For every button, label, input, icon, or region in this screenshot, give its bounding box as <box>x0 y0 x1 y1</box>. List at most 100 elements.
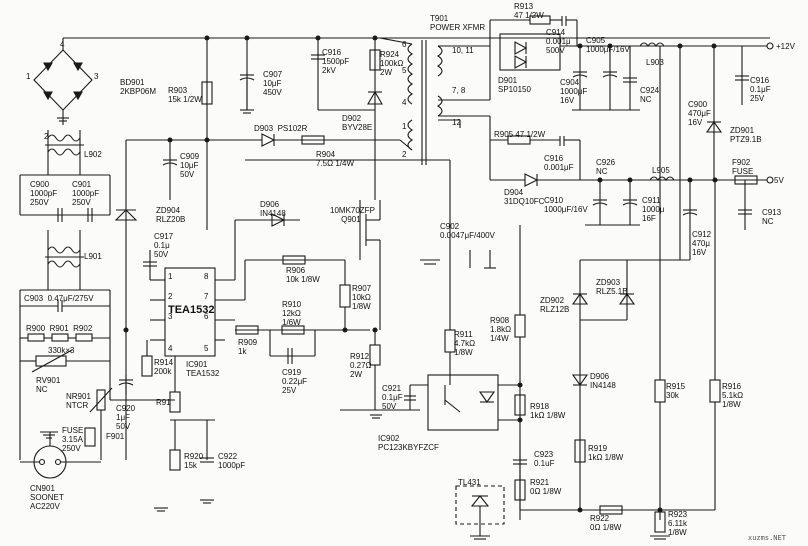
label-f902: F902 FUSE <box>732 158 754 176</box>
bridge-rectifier <box>33 49 93 111</box>
label-c922: C922 1000pF <box>218 452 246 470</box>
schottky-d901 <box>499 33 561 71</box>
ic901-body <box>164 267 216 357</box>
label-d906a: D906 IN4148 <box>260 200 286 218</box>
label-c914: C914 0.001μ 500V <box>546 28 571 55</box>
label-ic901: IC901 TEA1532 <box>186 360 220 378</box>
label-r919: R919 1kΩ 1/8W <box>588 444 624 462</box>
label-c902: C902 0.0047μF/400V <box>440 222 495 240</box>
label-c909: C909 10μF 50V <box>180 152 200 179</box>
ic-pin-6: 6 <box>204 312 209 321</box>
label-l903: L903 <box>646 58 664 67</box>
label-c921: C921 0.1μF 50V <box>382 384 403 411</box>
pin-4: 4 <box>402 98 407 107</box>
label-nr901: NR901 NTCR <box>66 392 91 410</box>
label-r912: R912 0.27Ω 2W <box>350 352 372 379</box>
choke-l902 <box>47 134 81 142</box>
label-d906b: D906 IN4148 <box>590 372 616 390</box>
bridge-pin-1: 1 <box>26 72 31 81</box>
bridge-pin-3: 3 <box>94 72 99 81</box>
tl431-frame <box>455 485 505 525</box>
label-c926: C926 NC <box>596 158 616 176</box>
label-r914: R914 200k <box>154 358 174 376</box>
pin-12: 12 <box>452 118 461 127</box>
label-ic902: IC902 PC123KBYFZCF <box>378 434 439 452</box>
label-zd901: ZD901 PTZ9.1B <box>730 126 762 144</box>
bridge-pin-4: 4 <box>60 40 65 49</box>
ic-pin-3: 3 <box>168 312 173 321</box>
ic-pin-1: 1 <box>168 272 173 281</box>
label-r913: R913 47 1/2W <box>514 2 544 20</box>
ic-pin-8: 8 <box>204 272 209 281</box>
label-c912: C912 470μ 16V <box>692 230 712 257</box>
label-d903: D903 PS102R <box>254 124 308 133</box>
ic-pin-2: 2 <box>168 292 173 301</box>
label-c924: C924 NC <box>640 86 660 104</box>
label-c919: C919 0.22μF 25V <box>282 368 308 395</box>
label-r330: 330k×3 <box>48 346 75 355</box>
label-c905: C905 1000μF/16V <box>586 36 630 54</box>
label-r920: R920 15k <box>184 452 204 470</box>
label-c913: C913 NC <box>762 208 782 226</box>
watermark: xuzms.NET <box>748 534 786 542</box>
ic-pin-7: 7 <box>204 292 209 301</box>
choke-l901 <box>47 246 81 254</box>
transformer-primary <box>407 43 414 105</box>
optocoupler-ic902 <box>427 374 499 431</box>
label-zd904: ZD904 RLZ20B <box>156 206 186 224</box>
label-zd902: ZD902 RLZ12B <box>540 296 570 314</box>
label-c916c: C916 0.001μF <box>544 154 574 172</box>
label-l905: L905 <box>652 166 670 175</box>
label-c900a: C900 1000pF 250V <box>30 180 58 207</box>
pin-1: 1 <box>402 122 407 131</box>
label-fuse: FUSE 3.15A 250V <box>62 426 84 453</box>
label-c916a: C916 1500pF 2kV <box>322 48 350 75</box>
label-r921: R921 0Ω 1/8W <box>530 478 562 496</box>
label-r918: R918 1kΩ 1/8W <box>530 402 566 420</box>
bridge-pin-2: 2 <box>44 132 49 141</box>
label-r900: R900 R901 R902 <box>26 324 93 333</box>
label-tl431: TL431 <box>458 478 481 487</box>
label-tea1532: TEA1532 <box>168 304 215 316</box>
label-c910: C910 1000μF/16V <box>544 196 588 214</box>
label-c923: C923 0.1uF <box>534 450 555 468</box>
label-r904: R904 7.5Ω 1/4W <box>316 150 354 168</box>
label-f901: F901 <box>106 432 125 441</box>
ic-pin-5: 5 <box>204 344 209 353</box>
label-c900b: C900 470μF 16V <box>688 100 711 127</box>
label-q901: 10MK70ZFP Q901 <box>330 206 375 224</box>
label-cn901: CN901 SOONET AC220V <box>30 484 64 511</box>
ic-pin-4: 4 <box>168 344 173 353</box>
label-t901: T901 POWER XFMR <box>430 14 486 32</box>
label-r907: R907 10kΩ 1/8W <box>352 284 372 311</box>
label-d901: D901 SP10150 <box>498 76 531 94</box>
label-r91: R91 <box>156 398 171 407</box>
label-c917: C917 0.1μ 50V <box>154 232 174 259</box>
label-12v: +12V <box>776 42 795 51</box>
label-d902: D902 BYV28E <box>342 114 373 132</box>
label-r906: R906 10k 1/8W <box>286 266 320 284</box>
label-c916b: C916 0.1μF 25V <box>750 76 771 103</box>
label-r905: R905 47 1/2W <box>494 130 546 139</box>
label-r911: R911 4.7kΩ 1/8W <box>454 330 476 357</box>
label-r908: R908 1.8kΩ 1/4W <box>490 316 512 343</box>
label-c911: C911 1000μ 16F <box>642 196 665 223</box>
label-r924: R924 100kΩ 2W <box>380 50 404 77</box>
label-r910: R910 12kΩ 1/6W <box>282 300 302 327</box>
label-5v: 5V <box>774 176 784 185</box>
label-c903: C903 0.47μF/275V <box>24 294 94 303</box>
label-l901: L901 <box>84 252 102 261</box>
label-l902: L902 <box>84 150 102 159</box>
label-c920: C920 1μF 50V <box>116 404 136 431</box>
pin-5: 5 <box>402 66 407 75</box>
label-c904: C904 1000μF 16V <box>560 78 588 105</box>
label-c907: C907 10μF 450V <box>263 70 283 97</box>
pin-6: 6 <box>402 40 407 49</box>
label-c901: C901 1000pF 250V <box>72 180 100 207</box>
label-r923: R923 6.11k 1/8W <box>668 510 688 537</box>
label-r922: R922 0Ω 1/8W <box>590 514 622 532</box>
label-bd901: BD901 2KBP06M <box>120 78 157 96</box>
label-r915: R915 30k <box>666 382 686 400</box>
